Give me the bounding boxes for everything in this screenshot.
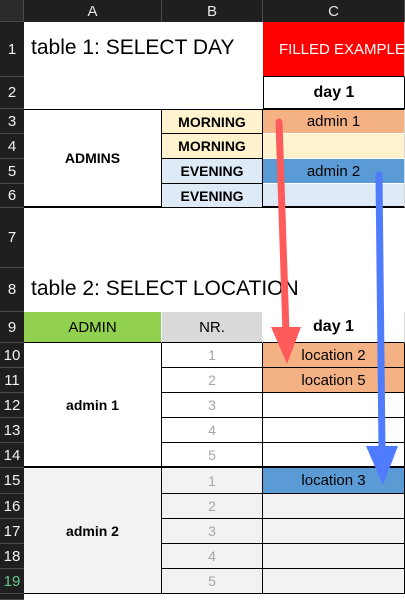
row-header-9[interactable]: 9 <box>0 312 24 343</box>
admin1-location-1[interactable]: location 2 <box>263 343 405 368</box>
row-header-4[interactable]: 4 <box>0 134 24 159</box>
day1-admin-cell-row5[interactable]: admin 2 <box>263 159 405 184</box>
table2-nr-header[interactable]: NR. <box>162 312 263 343</box>
admin2-location-3[interactable] <box>263 519 405 544</box>
day1-admin-cell-row4[interactable] <box>263 134 405 159</box>
table2-day-header[interactable]: day 1 <box>263 312 405 343</box>
admin2-nr-3[interactable]: 3 <box>162 519 263 544</box>
day1-admin-cell-row3[interactable]: admin 1 <box>263 109 405 134</box>
admin2-location-5[interactable] <box>263 569 405 594</box>
shift-cell-morning-1[interactable]: MORNING <box>162 109 263 134</box>
admin2-location-1[interactable]: location 3 <box>263 468 405 494</box>
admin1-nr-4[interactable]: 4 <box>162 418 263 443</box>
filled-example-cell[interactable]: FILLED EXAMPLE <box>263 22 405 77</box>
row-header-17[interactable]: 17 <box>0 519 24 544</box>
table2-title: table 2: SELECT LOCATION <box>31 277 299 300</box>
admin1-label-cell[interactable]: admin 1 <box>24 343 162 468</box>
row-header-18[interactable]: 18 <box>0 544 24 569</box>
column-header-a[interactable]: A <box>24 0 162 22</box>
shift-cell-morning-2[interactable]: MORNING <box>162 134 263 159</box>
admin2-nr-1[interactable]: 1 <box>162 468 263 494</box>
column-header-c[interactable]: C <box>263 0 405 22</box>
table2-admin-header[interactable]: ADMIN <box>24 312 162 343</box>
admin1-nr-3[interactable]: 3 <box>162 393 263 418</box>
row-header-2[interactable]: 2 <box>0 77 24 109</box>
row-header-5[interactable]: 5 <box>0 159 24 184</box>
row-header-13[interactable]: 13 <box>0 418 24 443</box>
admin2-label-cell[interactable]: admin 2 <box>24 468 162 594</box>
column-header-b[interactable]: B <box>162 0 263 22</box>
admin1-location-5[interactable] <box>263 443 405 468</box>
shift-cell-evening-1[interactable]: EVENING <box>162 159 263 184</box>
table1-title: table 1: SELECT DAY <box>31 36 235 59</box>
admin1-location-3[interactable] <box>263 393 405 418</box>
admin1-location-2[interactable]: location 5 <box>263 368 405 393</box>
admin1-nr-1[interactable]: 1 <box>162 343 263 368</box>
admins-label-cell[interactable]: ADMINS <box>24 109 162 208</box>
admin2-location-4[interactable] <box>263 544 405 569</box>
row-header-1[interactable]: 1 <box>0 22 24 77</box>
admin1-nr-5[interactable]: 5 <box>162 443 263 468</box>
row-header-8[interactable]: 8 <box>0 268 24 312</box>
row-header-20[interactable] <box>0 594 24 600</box>
row-header-3[interactable]: 3 <box>0 109 24 134</box>
row-header-19[interactable]: 19 <box>0 569 24 594</box>
admin2-nr-2[interactable]: 2 <box>162 494 263 519</box>
row-header-11[interactable]: 11 <box>0 368 24 393</box>
admin1-location-4[interactable] <box>263 418 405 443</box>
admin2-location-2[interactable] <box>263 494 405 519</box>
row-header-15[interactable]: 15 <box>0 468 24 494</box>
select-all-corner[interactable] <box>0 0 24 22</box>
row-header-7[interactable]: 7 <box>0 208 24 268</box>
admin1-nr-2[interactable]: 2 <box>162 368 263 393</box>
row-header-10[interactable]: 10 <box>0 343 24 368</box>
row-header-12[interactable]: 12 <box>0 393 24 418</box>
shift-cell-evening-2[interactable]: EVENING <box>162 184 263 208</box>
table1-day-header[interactable]: day 1 <box>263 77 405 109</box>
row-header-16[interactable]: 16 <box>0 494 24 519</box>
row-header-6[interactable]: 6 <box>0 184 24 208</box>
admin2-nr-5[interactable]: 5 <box>162 569 263 594</box>
row-header-14[interactable]: 14 <box>0 443 24 468</box>
day1-admin-cell-row6[interactable] <box>263 184 405 208</box>
admin2-nr-4[interactable]: 4 <box>162 544 263 569</box>
